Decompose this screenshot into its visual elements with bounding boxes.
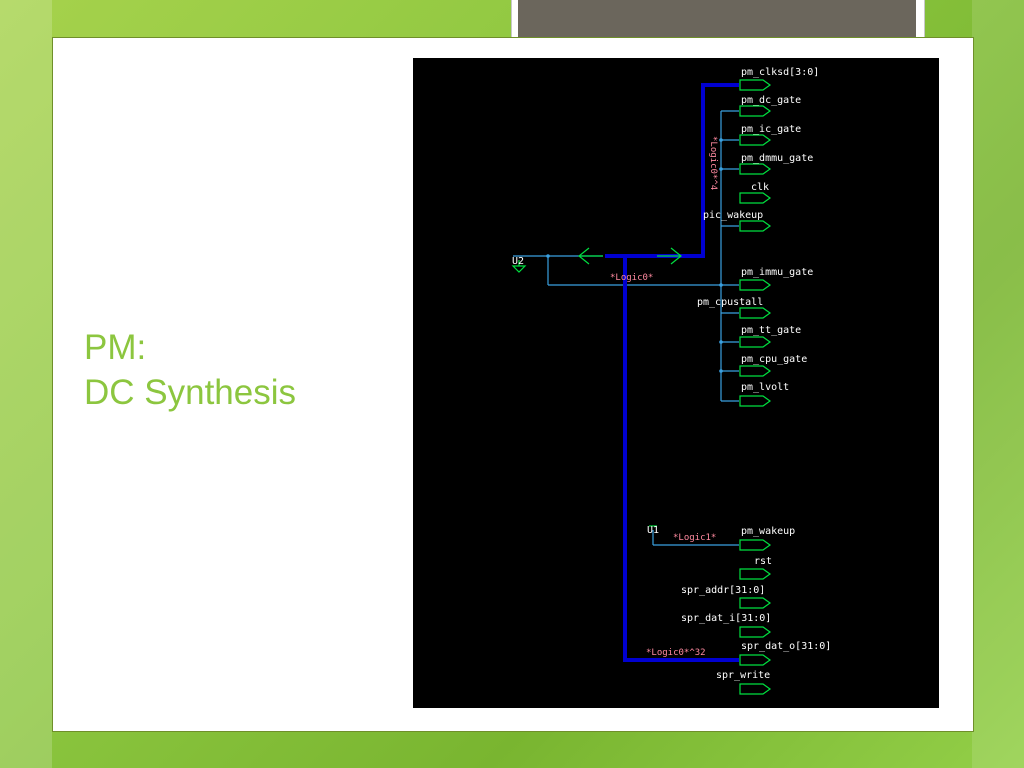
bus-arrows — [578, 247, 682, 265]
port-label-pm-dmmu-gate: pm_dmmu_gate — [741, 153, 813, 164]
port-label-pm-tt-gate: pm_tt_gate — [741, 325, 801, 336]
ground-icon — [511, 260, 527, 273]
output-port-icon — [739, 105, 772, 117]
slide-title-line-1: PM: — [84, 328, 147, 367]
port-label-clk: clk — [751, 182, 769, 193]
output-port-icon — [739, 597, 772, 609]
port-label-spr-dat-i: spr_dat_i[31:0] — [681, 613, 771, 624]
output-port-icon — [739, 626, 772, 638]
output-port-icon — [739, 192, 772, 204]
slide-title-line-2: DC Synthesis — [84, 373, 297, 412]
output-port-icon — [739, 134, 772, 146]
output-port-icon — [739, 307, 772, 319]
thin-wires — [513, 110, 739, 546]
schematic-diagram: U2 U1 *Logic0*^4 *Logic0* *Logic1* *Logi… — [413, 58, 939, 708]
slide-title: PM: DC Synthesis — [84, 325, 384, 415]
port-label-pm-ic-gate: pm_ic_gate — [741, 124, 801, 135]
port-label-pic-wakeup: pic_wakeup — [703, 210, 763, 221]
output-port-icon — [739, 568, 772, 580]
output-port-icon — [739, 654, 772, 666]
port-label-rst: rst — [754, 556, 772, 567]
port-label-pm-lvolt: pm_lvolt — [741, 382, 789, 393]
output-port-icon — [739, 336, 772, 348]
net-label-logic0-bus4: *Logic0*^4 — [708, 136, 718, 190]
bus-pm-clksd — [605, 83, 739, 258]
port-label-spr-addr: spr_addr[31:0] — [681, 585, 765, 596]
cell-label-u2: U2 — [512, 256, 524, 267]
port-label-pm-dc-gate: pm_dc_gate — [741, 95, 801, 106]
output-port-icon — [739, 683, 772, 695]
net-label-logic0-bus32: *Logic0*^32 — [646, 648, 706, 658]
schematic-svg: U2 U1 *Logic0*^4 *Logic0* *Logic1* *Logi… — [511, 67, 831, 695]
bus-wires — [605, 83, 739, 662]
background-facet — [972, 0, 1024, 768]
output-port-icon — [739, 395, 772, 407]
net-label-logic1: *Logic1* — [673, 533, 716, 543]
junction-dots — [546, 138, 723, 373]
cell-label-u1: U1 — [647, 525, 659, 536]
port-label-pm-cpustall: pm_cpustall — [697, 297, 763, 308]
port-label-pm-immu-gate: pm_immu_gate — [741, 267, 813, 278]
bus-spr-dat-o — [623, 256, 739, 662]
background-facet — [0, 0, 52, 768]
output-port-icon — [739, 220, 772, 232]
port-label-pm-clksd: pm_clksd[3:0] — [741, 67, 819, 78]
port-label-pm-wakeup: pm_wakeup — [741, 526, 795, 537]
net-label-logic0: *Logic0* — [610, 273, 653, 283]
port-label-spr-dat-o: spr_dat_o[31:0] — [741, 641, 831, 652]
output-port-icon — [739, 365, 772, 377]
port-symbols — [739, 79, 772, 695]
output-port-icon — [739, 79, 772, 91]
port-label-pm-cpu-gate: pm_cpu_gate — [741, 354, 807, 365]
output-port-icon — [739, 279, 772, 291]
output-port-icon — [739, 539, 772, 551]
port-label-spr-write: spr_write — [716, 670, 770, 681]
output-port-icon — [739, 163, 772, 175]
